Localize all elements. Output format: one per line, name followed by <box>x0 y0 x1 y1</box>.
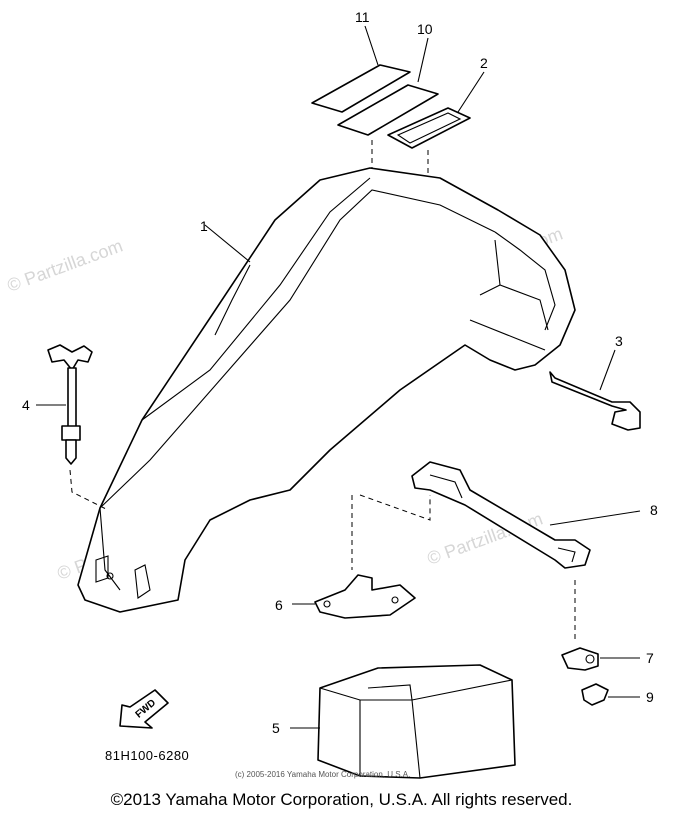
part-code: 81H100-6280 <box>105 748 189 763</box>
bracket-3 <box>549 371 641 431</box>
watermark-left: © Partzilla.com <box>5 235 126 295</box>
callout-7: 7 <box>646 650 654 666</box>
sticker-11 <box>311 64 411 113</box>
callout-3: 3 <box>615 333 623 349</box>
callout-9: 9 <box>646 689 654 705</box>
box-5 <box>317 664 516 779</box>
small-copyright: (c) 2005-2016 Yamaha Motor Corporation, … <box>235 770 410 779</box>
callout-5: 5 <box>272 720 280 736</box>
callout-10: 10 <box>417 21 433 37</box>
callout-11: 11 <box>355 9 370 25</box>
forward-arrow: FWD <box>119 689 169 729</box>
plate-6 <box>314 574 416 619</box>
clip-7 <box>561 647 599 671</box>
copyright-notice: ©2013 Yamaha Motor Corporation, U.S.A. A… <box>110 790 573 809</box>
callout-4: 4 <box>22 397 30 413</box>
bracket-8 <box>411 461 591 569</box>
plate-2 <box>387 107 471 149</box>
callout-6: 6 <box>275 597 283 613</box>
wing-bolt-4 <box>47 344 93 465</box>
parts-diagram: © Partzilla.com © Partzilla.com © Partzi… <box>5 9 658 779</box>
sticker-10 <box>337 84 439 136</box>
callout-2: 2 <box>480 55 488 71</box>
callout-8: 8 <box>650 502 658 518</box>
rear-fender-1 <box>77 167 576 613</box>
grommet-9 <box>581 683 609 706</box>
callout-1: 1 <box>200 218 208 234</box>
